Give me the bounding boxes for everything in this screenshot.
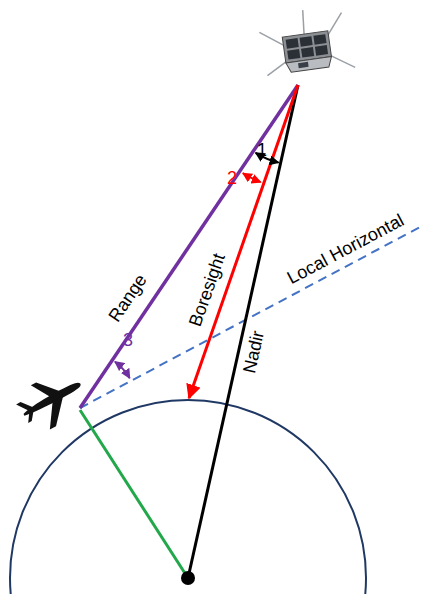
angle-arc xyxy=(115,362,130,378)
boresight-label: Boresight xyxy=(186,251,228,329)
radius-line xyxy=(80,410,188,578)
horizontal-label: Local Horizontal xyxy=(285,211,407,287)
angle-arc xyxy=(243,173,261,182)
nadir-line xyxy=(188,85,298,578)
range-label: Range xyxy=(106,271,151,325)
range-line xyxy=(80,85,298,408)
angle-number: 2 xyxy=(227,169,237,187)
earth-outline xyxy=(10,400,366,594)
local-horizontal-line xyxy=(80,226,422,408)
aircraft-icon xyxy=(11,364,92,438)
angle-number: 1 xyxy=(257,141,267,159)
boresight-arrow xyxy=(189,85,298,398)
nadir-label: Nadir xyxy=(241,329,268,375)
satellite-icon xyxy=(257,4,355,80)
angle-number: 3 xyxy=(123,331,133,349)
earth-center xyxy=(181,571,195,585)
